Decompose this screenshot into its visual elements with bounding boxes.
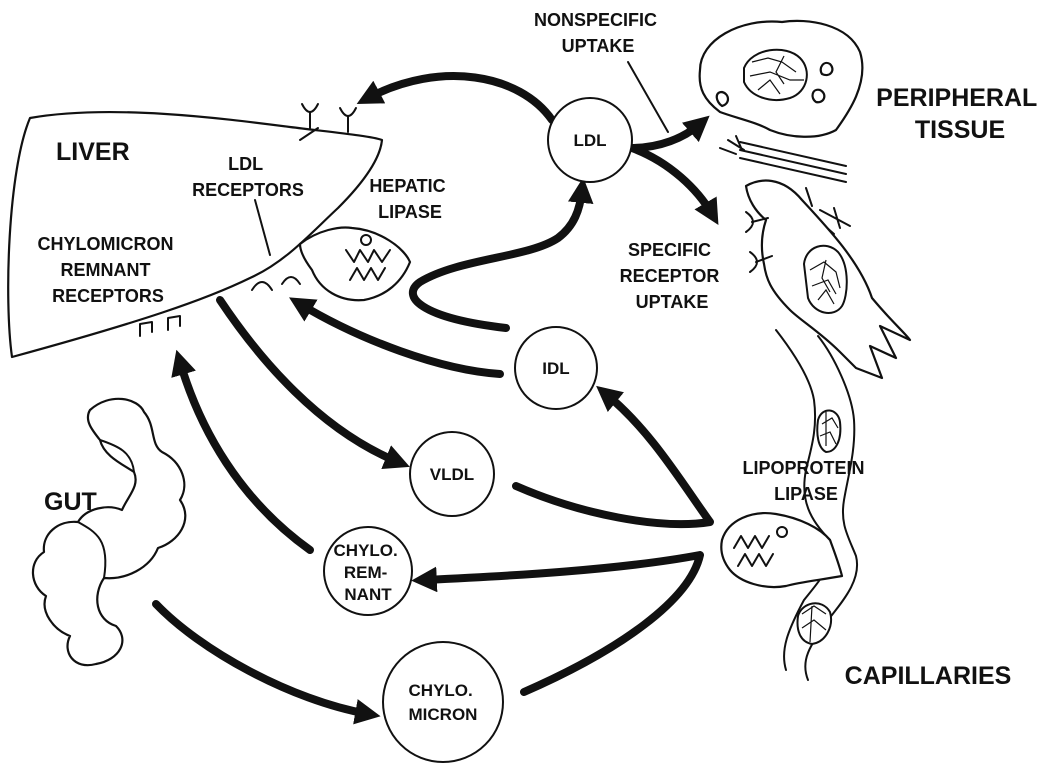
lipoprotein-lipase-label: LIPOPROTEIN LIPASE: [742, 458, 869, 504]
peripheral-tissue-label: PERIPHERAL TISSUE: [876, 84, 1044, 144]
node-chylomicron-line-0: CHYLO.: [409, 681, 473, 700]
node-vldl-line-0: VLDL: [430, 465, 474, 484]
nonspecific-uptake-label: NONSPECIFIC UPTAKE: [534, 10, 662, 56]
node-idl-line-0: IDL: [542, 359, 569, 378]
lipoprotein-lipase-line-1: LIPASE: [774, 484, 838, 504]
lipoprotein-lipase-line-0: LIPOPROTEIN: [742, 458, 864, 478]
hepatic-lipase-line-1: LIPASE: [378, 202, 442, 222]
node-vldl: VLDL: [410, 432, 494, 516]
ldl-receptor-icons: [302, 104, 356, 132]
crr-line-0: CHYLOMICRON: [37, 234, 173, 254]
nonspecific-uptake-line-1: UPTAKE: [562, 36, 635, 56]
svg-text:VLDL: VLDL: [430, 465, 474, 484]
hepatic-lipase-icon: [300, 228, 410, 301]
capillary-shape: [776, 330, 857, 680]
node-idl: IDL: [515, 327, 597, 409]
capillaries-label: CAPILLARIES: [845, 662, 1012, 690]
crr-line-2: RECEPTORS: [52, 286, 164, 306]
hepatic-lipase-label: HEPATIC LIPASE: [369, 176, 450, 222]
gut-shape: [33, 399, 185, 665]
sru-line-2: UPTAKE: [636, 292, 709, 312]
node-chylomicron: CHYLO. MICRON: [383, 642, 503, 762]
node-chylo-remnant: CHYLO. REM- NANT: [324, 527, 412, 615]
node-chylo-remnant-line-0: CHYLO.: [334, 541, 398, 560]
crr-line-1: REMNANT: [60, 260, 150, 280]
gut-label: GUT: [44, 488, 97, 516]
arrow-liver-to-vldl: [220, 300, 398, 462]
arrow-ldl-to-liver: [368, 76, 552, 120]
svg-text:IDL: IDL: [542, 359, 569, 378]
ldl-receptors-line-1: RECEPTORS: [192, 180, 304, 200]
peripheral-tissue-line-0: PERIPHERAL: [876, 84, 1037, 112]
ldl-receptors-line-0: LDL: [228, 154, 263, 174]
arrow-vldl-to-idl: [516, 394, 710, 524]
sru-line-1: RECEPTOR: [620, 266, 720, 286]
liver-lower-receptor-icons: [252, 277, 300, 290]
lipoprotein-lipase-icon: [721, 513, 842, 587]
node-ldl: LDL: [548, 98, 632, 182]
peripheral-tissue-line-1: TISSUE: [915, 116, 1005, 144]
peripheral-tissue-shape: [700, 21, 910, 378]
liver-label: LIVER: [56, 138, 130, 166]
node-chylo-remnant-line-2: NANT: [344, 585, 392, 604]
arrow-gut-to-chylomicron: [156, 604, 368, 714]
node-chylomicron-line-1: MICRON: [409, 705, 478, 724]
hepatic-lipase-line-0: HEPATIC: [369, 176, 445, 196]
node-chylo-remnant-line-1: REM-: [344, 563, 387, 582]
node-ldl-line-0: LDL: [573, 131, 606, 150]
arrow-idl-to-liver: [300, 304, 500, 374]
arrow-ldl-to-specific: [632, 148, 712, 214]
nonspecific-uptake-line-0: NONSPECIFIC: [534, 10, 657, 30]
sru-line-0: SPECIFIC: [628, 240, 711, 260]
svg-text:LDL: LDL: [573, 131, 606, 150]
specific-receptor-uptake-label: SPECIFIC RECEPTOR UPTAKE: [620, 240, 725, 312]
